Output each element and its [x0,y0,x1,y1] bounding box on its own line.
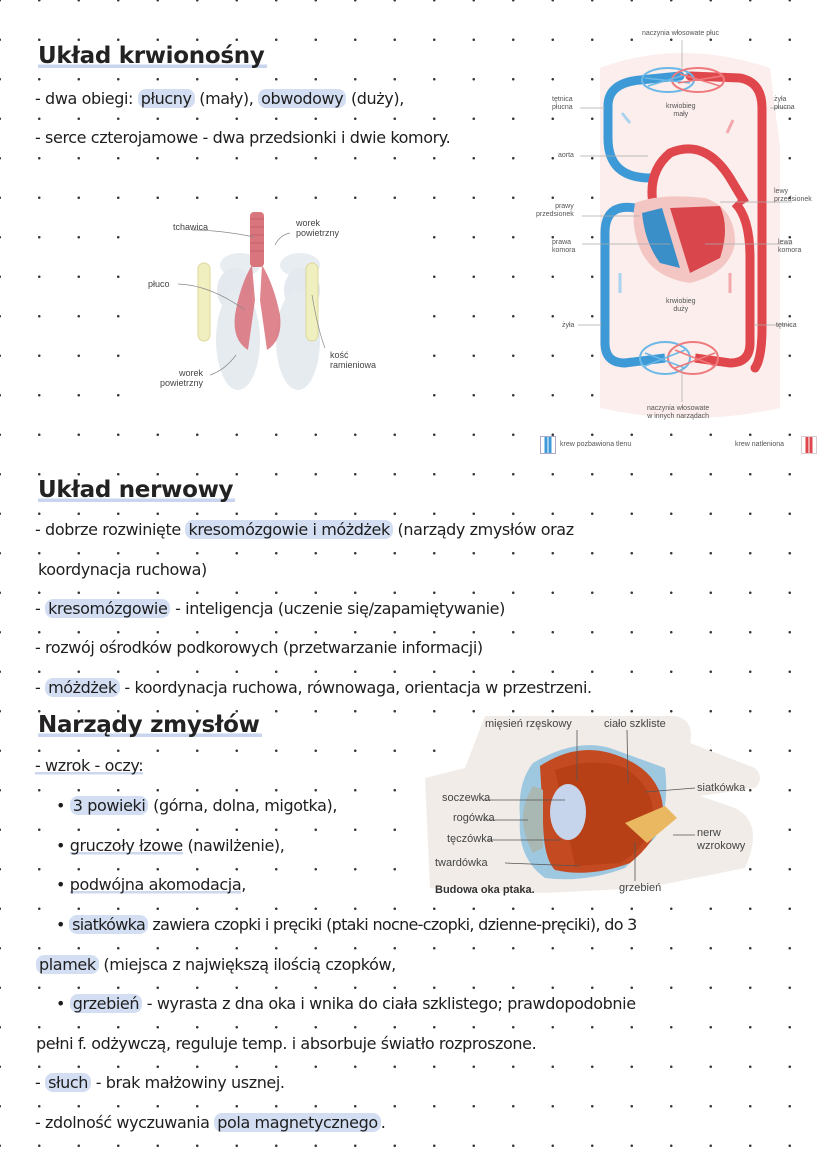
nervous-line-2: koordynacja ruchowa) [38,560,207,579]
circulation-illustration [578,40,792,418]
highlight-term: obwodowy [258,89,347,108]
highlight-term: płucny [137,89,195,108]
senses-line-6: plamek (miejsca z największą ilością czo… [36,955,396,974]
label-pecten: grzebień [619,882,662,894]
label-lens: soczewka [442,792,491,804]
highlight-term: kresomózgowie i móżdżek [185,520,393,539]
highlight-term: siatkówka [69,915,149,934]
eye-caption: Budowa oka ptaka. [435,884,535,896]
senses-line-2: • 3 powieki (górna, dolna, migotka), [56,796,338,815]
label-lung: płuco [148,279,170,289]
legend-swatch-deoxygenated [540,436,556,454]
label-artery: tętnica [776,322,797,329]
heading-circulatory: Układ krwionośny [38,43,267,69]
senses-line-10: - zdolność wyczuwania pola magnetycznego… [35,1113,386,1132]
eye-illustration [425,716,760,893]
label-aorta: aorta [558,152,574,159]
label-vitreous-body: ciało szkliste [604,718,666,730]
highlight-term: 3 powieki [69,796,149,815]
senses-line-4: • podwójna akomodacja, [56,875,246,894]
highlight-term: pola magnetycznego [214,1113,381,1132]
nervous-line-1: - dobrze rozwinięte kresomózgowie i móżd… [35,520,574,539]
circulatory-line-1: - dwa obiegi: płucny (mały), obwodowy (d… [35,89,404,108]
legend-deoxygenated: krew pozbawiona tlenu [560,441,632,448]
nervous-line-4: - rozwój ośrodków podkorowych (przetwarz… [35,638,483,657]
highlight-term: móżdżek [45,678,120,697]
senses-line-9: - słuch - brak małżowiny usznej. [35,1073,285,1092]
circulatory-line-2: - serce czterojamowe - dwa przedsionki i… [35,128,451,147]
senses-line-1: - wzrok - oczy: [35,756,144,775]
highlight-term: grzebień [69,994,143,1013]
bird-eye-diagram: mięsień rzęskowy ciało szkliste soczewka… [425,708,790,903]
label-trachea: tchawica [173,222,209,232]
senses-line-3: • gruczoły łzowe (nawilżenie), [56,836,285,855]
label-iris: tęczówka [447,833,493,845]
highlight-term: kresomózgowie [45,599,171,618]
legend-swatch-oxygenated [801,436,817,454]
senses-line-8: pełni f. odżywczą, reguluje temp. i abso… [36,1034,537,1053]
senses-line-7: • grzebień - wyrasta z dna oka i wnika d… [56,994,636,1013]
label-cornea: rogówka [453,812,495,824]
label-sclera: twardówka [435,857,488,869]
highlight-term: plamek [36,955,99,974]
highlight-term: słuch [45,1073,92,1092]
label-ciliary-muscle: mięsień rzęskowy [485,718,572,730]
senses-line-5: • siatkówka zawiera czopki i pręciki (pt… [56,915,637,934]
label-retina: siatkówka [697,782,746,794]
heading-senses: Narządy zmysłów [38,712,262,738]
label-vein: żyła [562,322,575,329]
nervous-line-5: - móżdżek - koordynacja ruchowa, równowa… [35,678,592,697]
legend-oxygenated: krew natleniona [735,441,785,448]
label-lung-capillaries: naczynia włosowate płuc [642,30,720,37]
nervous-line-3: - kresomózgowie - inteligencja (uczenie … [35,599,505,618]
heading-nervous: Układ nerwowy [38,477,236,503]
lungs-illustration [177,212,326,390]
